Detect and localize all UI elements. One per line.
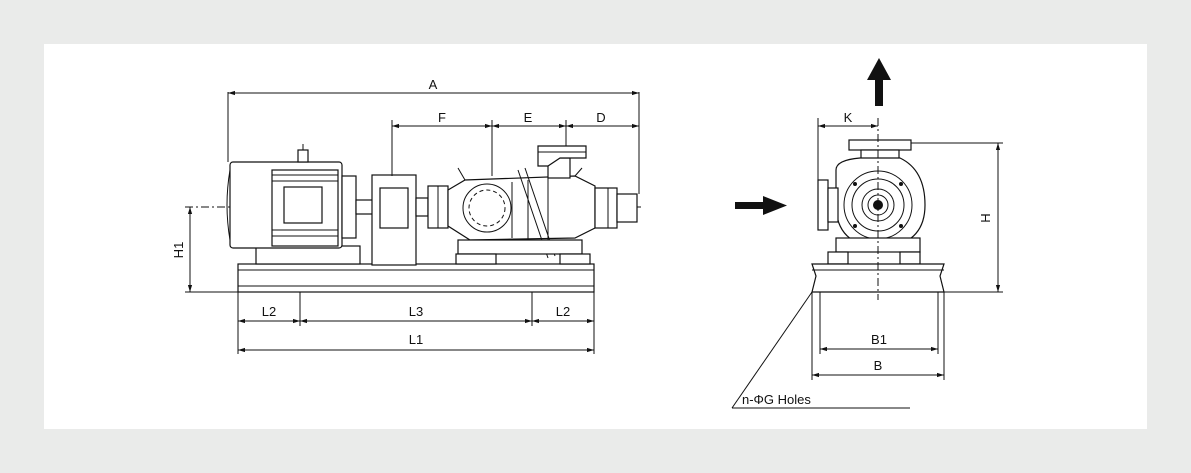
end-view: K H B1 B n-ΦG Holes <box>731 110 1003 409</box>
dim-label-h1: H1 <box>171 242 186 259</box>
dim-label-d: D <box>596 110 605 125</box>
dim-label-l2-right: L2 <box>556 304 570 319</box>
dim-label-f: F <box>438 110 446 125</box>
dim-label-k: K <box>844 110 853 125</box>
holes-callout: n-ΦG Holes <box>742 392 811 407</box>
dim-label-a: A <box>429 77 438 92</box>
dim-label-l3: L3 <box>409 304 423 319</box>
dim-label-h: H <box>978 213 993 222</box>
arrow-up-icon <box>867 58 891 106</box>
arrow-right-icon <box>735 196 787 215</box>
dim-label-b1: B1 <box>871 332 887 347</box>
dim-label-e: E <box>524 110 533 125</box>
side-view: A F E D H1 L2 L3 L2 L1 <box>171 77 642 354</box>
dim-label-l2-left: L2 <box>262 304 276 319</box>
dim-label-l1: L1 <box>409 332 423 347</box>
dim-label-b: B <box>874 358 883 373</box>
